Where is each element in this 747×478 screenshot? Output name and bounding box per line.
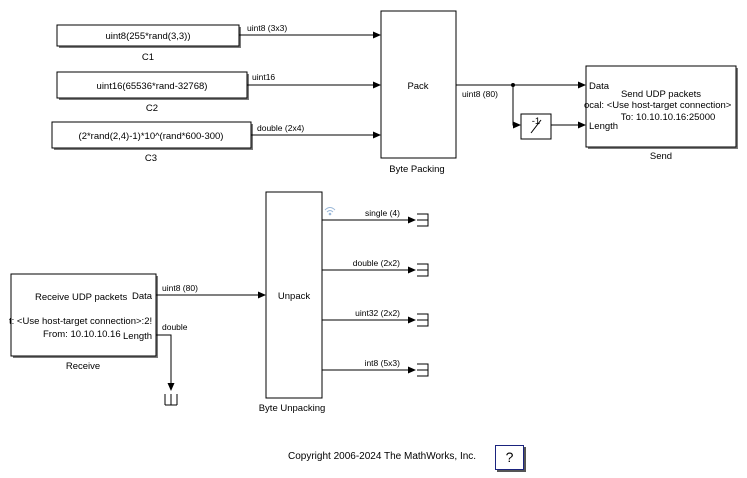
signal-label: int8 (5x3) (365, 358, 401, 368)
port-label-data: Data (132, 291, 153, 302)
copyright-text: Copyright 2006-2024 The MathWorks, Inc. (288, 451, 477, 462)
receive-local: t: <Use host-target connection>:2! (9, 316, 152, 327)
receive-from: From: 10.10.10.16 (43, 329, 121, 340)
help-button[interactable]: ? (495, 445, 524, 470)
block-name: C3 (145, 153, 157, 164)
signal-logging-icon (324, 207, 336, 216)
send-to: To: 10.10.10.16:25000 (621, 112, 716, 123)
block-name: Byte Unpacking (259, 403, 326, 414)
signal-label: uint8 (80) (162, 283, 198, 293)
terminator-icon (417, 363, 429, 377)
udp-receive-block[interactable]: Receive UDP packets Data t: <Use host-ta… (9, 273, 158, 372)
signal-label: double (162, 322, 188, 332)
signal-label: uint8 (80) (462, 89, 498, 99)
signal-label: single (4) (365, 208, 400, 218)
block-name: C1 (142, 52, 154, 63)
constant-expression: (2*rand(2,4)-1)*10^(rand*600-300) (79, 131, 224, 142)
block-name: Send (650, 151, 672, 162)
udp-send-block[interactable]: Data Length Send UDP packets ocal: <Use … (584, 65, 738, 162)
terminator-icon (417, 213, 429, 227)
send-local: ocal: <Use host-target connection> (584, 100, 732, 111)
unpack-output-3[interactable]: uint32 (2x2) (322, 308, 429, 327)
port-label-data: Data (589, 81, 610, 92)
block-name: Receive (66, 361, 100, 372)
block-label: Pack (407, 81, 428, 92)
signal-label: double (2x4) (257, 123, 304, 133)
unpack-output-2[interactable]: double (2x2) (322, 258, 429, 277)
unpack-output-4[interactable]: int8 (5x3) (322, 358, 429, 377)
signal-label: uint16 (252, 72, 275, 82)
receive-title: Receive UDP packets (35, 292, 127, 303)
byte-packing-block[interactable]: Pack Byte Packing (380, 10, 457, 175)
gain-value: -1 (532, 116, 540, 127)
port-label-length: Length (589, 121, 618, 132)
constant-block-c1[interactable]: uint8(255*rand(3,3)) C1 (56, 24, 241, 63)
constant-block-c2[interactable]: uint16(65536*rand-32768) C2 (56, 71, 249, 114)
constant-expression: uint8(255*rand(3,3)) (105, 31, 190, 42)
port-label-length: Length (123, 331, 152, 342)
signal-label: uint32 (2x2) (355, 308, 400, 318)
signal-label: uint8 (3x3) (247, 23, 287, 33)
signal-line-branch[interactable] (512, 85, 521, 129)
constant-expression: uint16(65536*rand-32768) (97, 81, 208, 92)
gain-block[interactable]: -1 (520, 113, 552, 140)
signal-label: double (2x2) (353, 258, 400, 268)
terminator-icon[interactable] (164, 394, 178, 406)
byte-unpacking-block[interactable]: Unpack Byte Unpacking (259, 191, 326, 414)
gain-slash-icon (530, 119, 542, 134)
send-title: Send UDP packets (621, 89, 701, 100)
block-label: Unpack (278, 291, 310, 302)
unpack-output-1[interactable]: single (4) (322, 208, 429, 227)
block-name: Byte Packing (389, 164, 444, 175)
terminator-icon (417, 263, 429, 277)
block-name: C2 (146, 103, 158, 114)
signal-line-receive-length[interactable] (156, 334, 175, 391)
constant-block-c3[interactable]: (2*rand(2,4)-1)*10^(rand*600-300) C3 (51, 121, 253, 164)
terminator-icon (417, 313, 429, 327)
